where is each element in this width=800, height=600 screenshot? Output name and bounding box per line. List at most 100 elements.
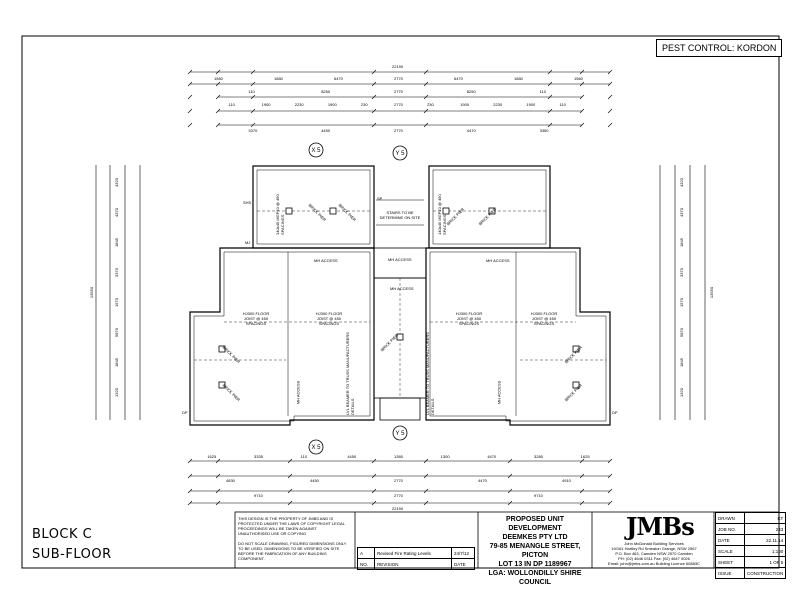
disclaimer-line-1: PROTECTED UNDER THE LAWS OF COPYRIGHT LE… — [238, 521, 345, 526]
disclaimer-line-0: THIS DESIGN IS THE PROPERTY OF JMBS AND … — [238, 516, 334, 521]
sheet-border — [21, 35, 780, 569]
info-value-1: 243 — [743, 523, 787, 535]
revision-row-table: A Revised Fire Rating Levels 24/7/12 — [357, 547, 475, 559]
dim-side-left-2: 1845 — [113, 238, 119, 247]
dim-side-right-2: 1845 — [678, 238, 684, 247]
dim-top3-10: 110 — [559, 102, 566, 107]
revision-table: NO. REVISION DATE — [357, 558, 475, 570]
dim-tick-7-2 — [607, 94, 613, 100]
mh-access-5: MH ACCESS — [295, 380, 301, 405]
dim-tick-0-2 — [187, 94, 193, 100]
dim-bot1-3: 4450 — [347, 454, 357, 459]
dim-top3-0: 110 — [228, 102, 235, 107]
dim-tick-7-3 — [607, 500, 613, 506]
dim-tick-4-4 — [423, 122, 429, 128]
dim-tick-1-1 — [215, 81, 221, 87]
company-line-3: PH: (02) 4646 0311 Fax: (02) 4647 0026 — [618, 556, 690, 561]
revision-header-table: NO. REVISION DATE — [357, 558, 475, 570]
dim-side-right-1: 4370 — [678, 208, 684, 217]
dim-tick-2-0 — [250, 69, 256, 75]
dim-tick-6-3 — [579, 108, 585, 114]
dim-tick-7-1 — [607, 473, 613, 479]
dim-bot3-1: 2770 — [394, 493, 403, 498]
dim-tick-3-0 — [371, 69, 377, 75]
dim-bot2-2: 2770 — [394, 478, 403, 483]
pest-control-label: PEST CONTROL: KORDON — [656, 39, 783, 57]
mh-access-2: MH ACCESS — [388, 257, 412, 262]
joist-line3: SPACINGS — [318, 321, 340, 326]
info-key-3: SCALE — [715, 545, 745, 557]
dim-tick-5-3 — [547, 108, 553, 114]
deck-joist-note-right: 140x45 MGP10 @ 450 SPACINGS — [437, 194, 447, 235]
dim-top4-4: 3350 — [539, 128, 549, 133]
dim-tick-5-4 — [547, 122, 553, 128]
grid-marker-circle-2 — [392, 425, 408, 441]
dim-side-right-0: 4320 — [678, 178, 684, 187]
dim-top3-3: 1900 — [327, 102, 337, 107]
dim-top4-2: 2770 — [394, 128, 403, 133]
grid-marker-label-0: X 5 — [311, 148, 321, 154]
joist-line3: SPACINGS — [458, 321, 480, 326]
grid-marker-label-1: Y 5 — [396, 151, 406, 157]
brick-pier-6 — [572, 345, 580, 353]
disclaimer-line-2: PROCEEDINGS WILL BE TAKEN AGAINST — [238, 526, 317, 531]
project-line-1: DEEMKES PTY LTD — [502, 534, 568, 541]
dim-top2-0: 110 — [248, 89, 255, 94]
info-value-4: 1 OF 5 — [743, 556, 787, 568]
grid-marker-circle-1 — [392, 145, 408, 161]
block-title-line-1: BLOCK C — [32, 527, 93, 542]
dim-bot2-4: 4910 — [562, 478, 571, 483]
info-key-5: ISSUE — [715, 567, 745, 579]
dim-tick-7-0 — [607, 458, 613, 464]
dim-top1-5: 1680 — [514, 76, 523, 81]
dim-top3-9: 1900 — [526, 102, 536, 107]
dim-top3-7: 1900 — [460, 102, 470, 107]
dim-top4-3: 4470 — [466, 128, 476, 133]
dim-top2-3: 8250 — [466, 89, 476, 94]
dim-tick-0-4 — [187, 122, 193, 128]
dim-tick-0-3 — [187, 500, 193, 506]
floor-plan — [189, 165, 611, 426]
dim-tick-3-2 — [371, 94, 377, 100]
dim-tick-3-0 — [371, 458, 377, 464]
stairs-note-line1: STAIRS TO BE — [386, 210, 414, 215]
dim-overall-bottom: 22190 — [392, 506, 404, 511]
joist-line1: HJ300 FLOOR — [315, 311, 343, 316]
joist-line3: SPACINGS — [245, 321, 267, 326]
dim-side-left-3: 3370 — [113, 268, 119, 277]
stairs-note-line2: DETERMINE ON SITE — [379, 215, 421, 220]
dim-side-left-0: 4320 — [113, 178, 119, 187]
info-row-1: JOB NO.243 — [715, 523, 787, 535]
joist-note-left-1: HJ300 FLOOR JOIST @ 450 SPACINGS — [234, 311, 278, 326]
brick-pier-7 — [572, 381, 580, 389]
dim-tick-0-3 — [187, 108, 193, 114]
dim-tick-2-1 — [250, 81, 256, 87]
dim-top3-1: 1900 — [261, 102, 271, 107]
mh-access-3: MH ACCESS — [486, 258, 510, 263]
dim-tick-7-1 — [607, 81, 613, 87]
tag-dp-right: DP — [612, 410, 618, 415]
disclaimer-line-8: COMPONENT. — [238, 556, 265, 561]
brick-piers — [218, 207, 580, 389]
joist-line2: JOIST @ 450 — [531, 316, 557, 321]
tag-dp-left: DP — [182, 410, 188, 415]
dim-bot1-4: 1365 — [394, 454, 403, 459]
info-value-5: CONSTRUCTION — [743, 567, 787, 579]
lvl-beam-note-left: LVL BEAMER TO TRUSS MANUFACTURERS DETAIL… — [345, 332, 355, 415]
info-key-4: SHEET — [715, 556, 745, 568]
revision-desc: Revised Fire Rating Levels — [374, 547, 452, 559]
joist-line1: HJ300 FLOOR — [455, 311, 483, 316]
dim-tick-5-2 — [507, 488, 513, 494]
dim-tick-0-1 — [187, 81, 193, 87]
joist-line2: JOIST @ 450 — [316, 316, 342, 321]
dim-bot1-2: 110 — [300, 454, 308, 459]
dim-side-right-5: 5870 — [678, 328, 684, 337]
mh-access-1: MH ACCESS — [314, 258, 338, 263]
dim-bot2-1: 4450 — [310, 478, 319, 483]
info-value-2: 22.11.14 — [743, 534, 787, 546]
dim-tick-4-2 — [423, 488, 429, 494]
